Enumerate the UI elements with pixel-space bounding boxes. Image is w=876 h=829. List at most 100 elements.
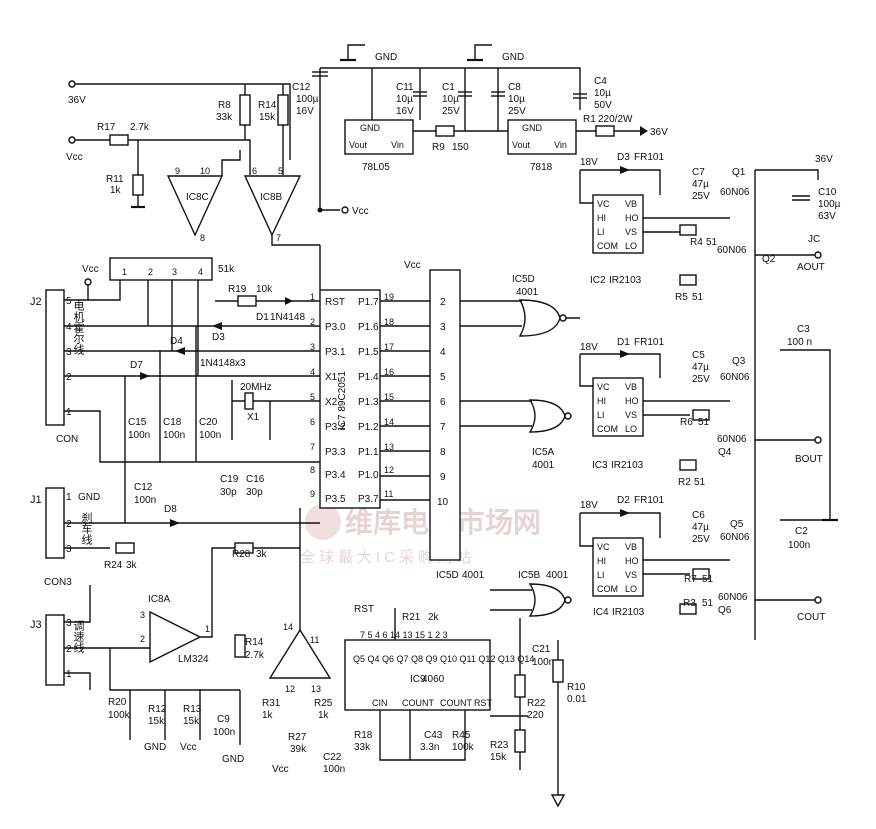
svg-text:1k: 1k <box>110 185 122 196</box>
svg-text:51k: 51k <box>218 264 235 275</box>
svg-text:P1.1: P1.1 <box>358 447 379 458</box>
svg-text:14: 14 <box>384 417 394 427</box>
svg-text:D2: D2 <box>617 495 630 506</box>
svg-text:VC: VC <box>597 542 610 552</box>
r7-resistor <box>692 568 710 580</box>
svg-text:R4: R4 <box>690 237 703 248</box>
nor-gate-ic5b: IC5B 4001 <box>490 570 572 617</box>
svg-text:R13: R13 <box>183 704 202 715</box>
svg-text:P1.3: P1.3 <box>358 397 379 408</box>
svg-text:4001: 4001 <box>546 570 569 581</box>
svg-text:CON3: CON3 <box>44 577 72 588</box>
svg-text:10k: 10k <box>256 284 273 295</box>
svg-text:5: 5 <box>310 392 315 402</box>
svg-text:P3.0: P3.0 <box>325 322 346 333</box>
svg-text:2: 2 <box>310 317 315 327</box>
svg-text:7818: 7818 <box>530 162 553 173</box>
svg-text:X1: X1 <box>325 372 338 383</box>
svg-text:C5: C5 <box>692 350 705 361</box>
svg-text:C19: C19 <box>220 474 239 485</box>
r9-resistor <box>435 125 455 137</box>
svg-text:47µ: 47µ <box>692 179 709 190</box>
regulator-78l05 <box>344 119 414 155</box>
svg-text:25V: 25V <box>692 534 710 545</box>
svg-text:C12: C12 <box>292 82 311 93</box>
mosfet-stage: 36V Q1 60N06 Q2 60N06 Q3 60N06 60N06 Q4 … <box>717 154 841 640</box>
svg-text:R19: R19 <box>228 284 247 295</box>
svg-text:R17: R17 <box>97 122 116 133</box>
svg-text:RST: RST <box>474 698 493 708</box>
svg-text:15k: 15k <box>259 112 276 123</box>
svg-text:GND: GND <box>144 742 166 753</box>
svg-text:IC2: IC2 <box>590 275 606 286</box>
hall-filter-caps: C15 100n C18 100n C20 100n D7 D4 1N4148x… <box>124 322 246 462</box>
svg-text:R25: R25 <box>314 698 333 709</box>
svg-text:IC3: IC3 <box>592 460 608 471</box>
svg-text:IC5D: IC5D <box>436 570 459 581</box>
svg-text:25V: 25V <box>692 374 710 385</box>
svg-text:R14: R14 <box>245 637 264 648</box>
svg-text:P3.5: P3.5 <box>325 494 346 505</box>
svg-text:5: 5 <box>66 296 72 307</box>
svg-text:P3.2: P3.2 <box>325 422 346 433</box>
svg-text:R11: R11 <box>106 174 124 185</box>
svg-text:1k: 1k <box>262 710 274 721</box>
svg-text:FR101: FR101 <box>634 152 664 163</box>
svg-text:10: 10 <box>437 497 449 508</box>
mcu-ic7: IC7 89C2051 RST P3.0 P3.1 X1 X2 P3.2 P3.… <box>215 245 430 509</box>
svg-text:9: 9 <box>175 166 180 176</box>
svg-text:12: 12 <box>285 684 295 694</box>
svg-text:Vcc: Vcc <box>404 260 421 271</box>
svg-text:D4: D4 <box>170 336 183 347</box>
svg-text:6: 6 <box>252 166 257 176</box>
svg-text:CIN: CIN <box>372 698 388 708</box>
svg-text:19: 19 <box>384 292 394 302</box>
svg-text:4: 4 <box>440 347 446 358</box>
svg-text:50V: 50V <box>594 100 612 111</box>
svg-text:LI: LI <box>597 410 605 420</box>
svg-text:7: 7 <box>440 422 446 433</box>
svg-text:C22: C22 <box>323 752 342 763</box>
svg-text:16V: 16V <box>296 106 314 117</box>
svg-text:9: 9 <box>310 489 315 499</box>
svg-text:36V: 36V <box>815 154 833 165</box>
j2-name: 电机霍尔线 <box>72 300 85 355</box>
svg-text:4: 4 <box>310 367 315 377</box>
nor-gate-ic5a: IC5A 4001 <box>460 399 572 471</box>
opamp-ic8a: IC8A LM324 321 R28 3k R14 2.7k R20 100k … <box>108 542 300 765</box>
svg-text:3k: 3k <box>256 549 268 560</box>
driver-ic2: VC HI LI COM VB HO VS LO IC2 IR2103 18V … <box>579 152 730 303</box>
svg-text:VB: VB <box>625 382 637 392</box>
svg-text:17: 17 <box>384 342 394 352</box>
svg-text:C1: C1 <box>442 82 455 93</box>
svg-text:13: 13 <box>384 442 394 452</box>
svg-text:60N06: 60N06 <box>720 532 750 543</box>
svg-text:VB: VB <box>625 542 637 552</box>
svg-text:60N06: 60N06 <box>717 245 747 256</box>
r4-resistor <box>679 224 697 236</box>
svg-text:47µ: 47µ <box>692 522 709 533</box>
svg-text:12: 12 <box>384 465 394 475</box>
label-36v-top: 36V <box>68 95 86 106</box>
r19-resistor <box>237 295 257 307</box>
r23-resistor <box>514 729 526 753</box>
svg-text:IC9: IC9 <box>410 674 426 685</box>
svg-text:100n: 100n <box>163 430 185 441</box>
svg-text:100n: 100n <box>213 727 235 738</box>
svg-text:IC8A: IC8A <box>148 594 171 605</box>
svg-text:60N06: 60N06 <box>720 187 750 198</box>
svg-text:R21: R21 <box>402 612 421 623</box>
svg-text:25V: 25V <box>508 106 526 117</box>
svg-text:6: 6 <box>440 397 446 408</box>
svg-text:47µ: 47µ <box>692 362 709 373</box>
svg-text:GND: GND <box>522 123 543 133</box>
svg-text:3k: 3k <box>126 560 138 571</box>
supply-section: 36V Vcc R17 2.7k R11 1k R8 33k R14 15k C… <box>66 44 668 217</box>
svg-text:R20: R20 <box>108 697 127 708</box>
svg-text:15k: 15k <box>148 716 165 727</box>
svg-text:10µ: 10µ <box>508 94 525 105</box>
svg-text:R18: R18 <box>354 730 373 741</box>
svg-text:18: 18 <box>384 317 394 327</box>
svg-text:LO: LO <box>625 584 637 594</box>
